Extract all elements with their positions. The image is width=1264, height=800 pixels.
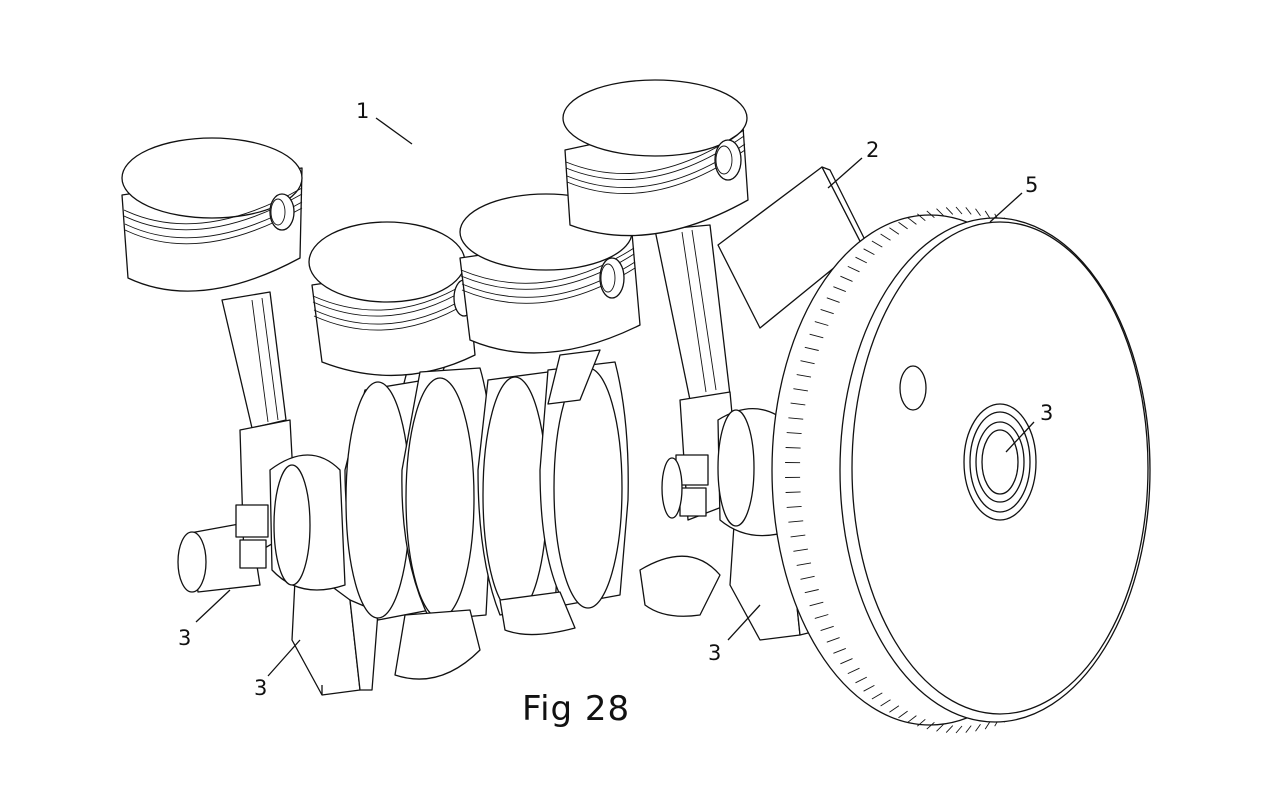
gear-tooth [880,699,891,707]
gear-tooth [790,402,806,406]
gear-tooth [788,417,804,420]
gear-tooth [833,286,846,293]
gear-tooth [804,346,819,351]
reference-labels: 1 2 5 3 3 3 3 [178,99,1053,700]
gear-tooth [785,491,801,493]
gear-tooth [809,601,824,607]
gear-tooth [907,715,917,723]
gear-tooth [889,705,900,713]
gear-tooth [847,265,860,273]
piston-4 [562,79,749,401]
flywheel-5 [771,206,1151,734]
gear-tooth [926,210,935,219]
label-crank-3-b: 3 [254,676,267,700]
gear-tooth [790,534,806,538]
gear-tooth [793,388,808,392]
gear-tooth [788,520,804,523]
gear-tooth [793,548,808,552]
label-crank-3-c: 3 [708,641,721,665]
gear-tooth [826,637,840,643]
gear-tooth [796,562,812,566]
leader-lines [195,117,1035,677]
gear-tooth [880,233,891,241]
gear-tooth [785,447,801,449]
gear-tooth [955,206,963,215]
gear-tooth [840,275,853,282]
gear-tooth [936,723,944,732]
gear-tooth [917,718,926,727]
gear-tooth [800,575,815,580]
label-flywheel-5: 5 [1025,173,1038,197]
gear-tooth [786,432,802,435]
gear-tooth [965,725,972,733]
crank-webs [344,361,721,680]
gear-tooth [945,207,954,215]
piston-1 [121,137,303,429]
gear-tooth [898,710,908,719]
gear-tooth [936,208,944,217]
gear-tooth [796,374,812,378]
gear-tooth [955,725,963,734]
gear-tooth [855,676,868,684]
gear-tooth [871,692,883,700]
label-hub-3: 3 [1040,401,1053,425]
gear-tooth [847,667,860,675]
gear-tooth [814,614,829,619]
gear-tooth [863,685,875,692]
left-crank-arm [291,559,379,696]
figure-caption: Fig 28 [522,689,630,729]
gear-tooth [984,210,990,218]
gear-tooth [840,658,853,665]
gear-tooth [975,724,981,732]
gear-tooth [863,248,875,255]
gear-tooth [786,505,802,508]
gear-tooth [907,217,917,225]
big-end-left [235,419,346,591]
gear-tooth [965,207,972,215]
gear-tooth [820,625,834,632]
gear-tooth [800,360,815,365]
gear-tooth [826,297,840,303]
gear-tooth [926,721,935,730]
gear-tooth [804,589,819,594]
label-assembly-1: 1 [356,99,369,123]
label-plate-2: 2 [866,138,879,162]
gear-tooth [984,722,990,730]
gear-tooth [814,321,829,326]
gear-tooth [889,227,900,235]
flywheel-teeth [785,206,1051,734]
gear-tooth [871,240,883,248]
gear-tooth [975,208,981,216]
gear-tooth [898,221,908,230]
gear-tooth [855,256,868,264]
gear-tooth [820,308,834,315]
label-crank-3-a: 3 [178,626,191,650]
gear-tooth [833,647,846,654]
gear-tooth [945,725,954,733]
gear-tooth [917,213,926,222]
gear-tooth [809,333,824,339]
